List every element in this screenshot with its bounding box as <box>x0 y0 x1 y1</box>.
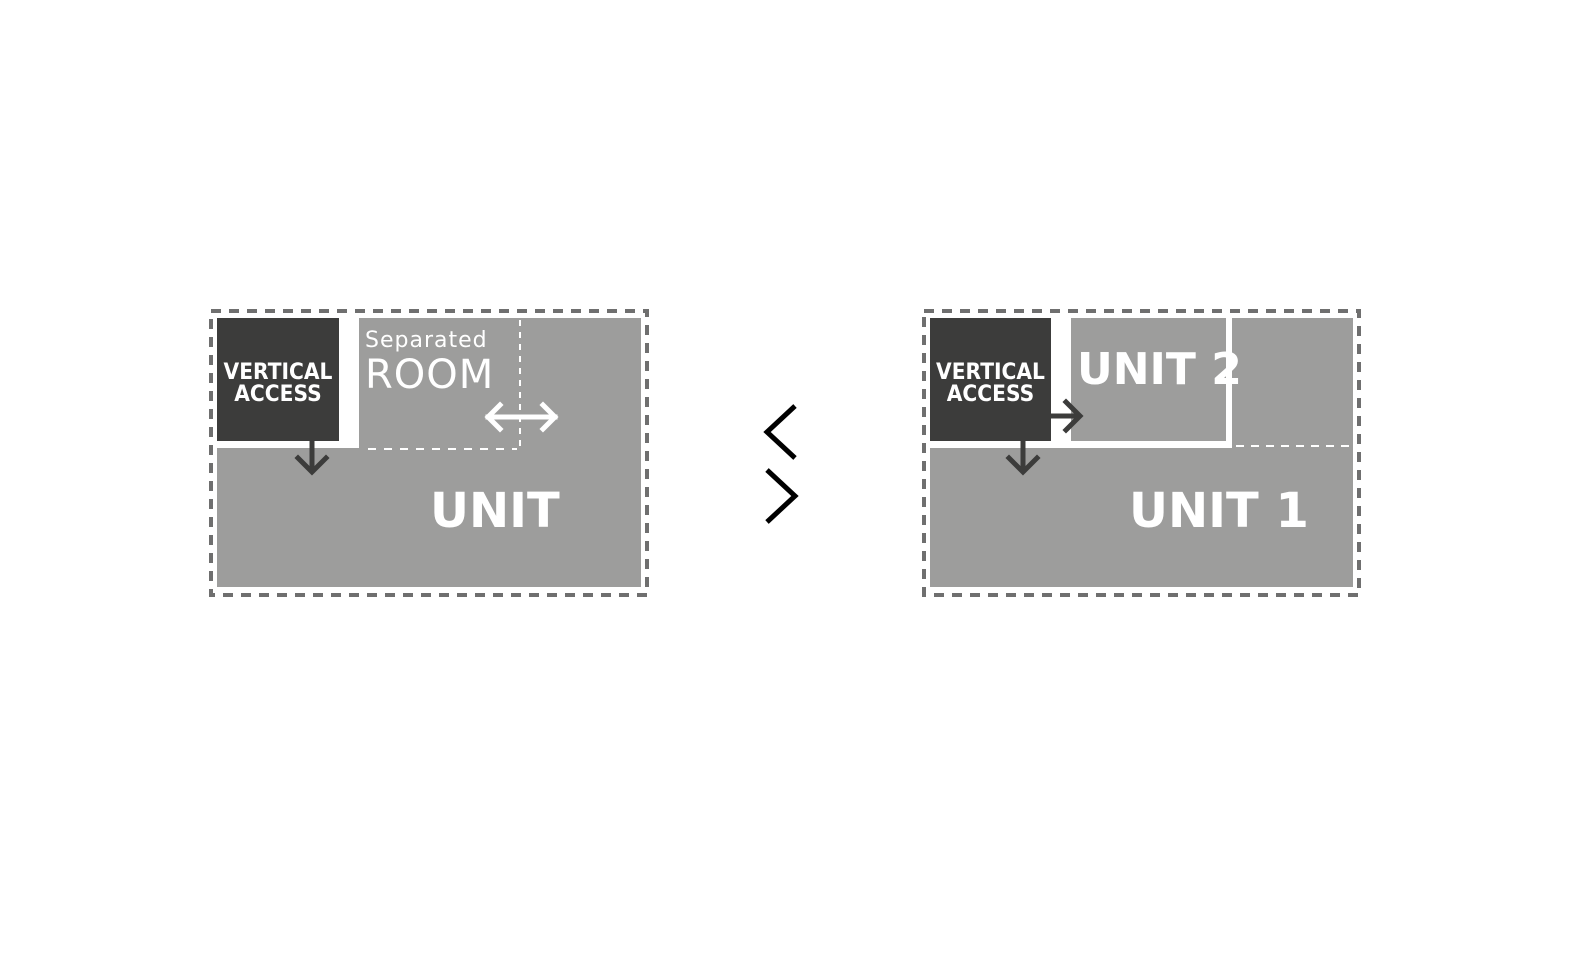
right-unit1-label: UNIT 1 <box>1129 483 1309 539</box>
left-room-label: ROOM <box>365 352 495 398</box>
double-arrow-icon <box>484 401 559 433</box>
arrow-down-icon <box>294 438 330 476</box>
arrow-right-icon <box>1048 398 1084 434</box>
less-than-icon <box>763 404 797 460</box>
arrow-down-icon <box>1005 438 1041 476</box>
left-vertical-access-label: VERTICAL ACCESS <box>223 360 333 407</box>
left-separated-label: Separated <box>365 328 488 353</box>
right-unit1-extension-block <box>1232 318 1353 450</box>
right-unit2-block <box>1071 318 1226 441</box>
comparison-symbols <box>763 404 799 524</box>
right-unit2-label: UNIT 2 <box>1077 344 1242 395</box>
left-diagram <box>209 309 649 597</box>
right-vertical-access-label: VERTICAL ACCESS <box>936 360 1045 407</box>
right-boundary-dashed <box>922 309 1361 597</box>
left-unit-label: UNIT <box>430 483 560 539</box>
greater-than-icon <box>765 468 799 524</box>
right-vertical-access-block <box>930 318 1051 441</box>
left-vertical-access-block <box>217 318 339 441</box>
left-unit-block <box>217 448 641 587</box>
right-unit1-block <box>930 448 1353 587</box>
right-diagram <box>922 309 1361 597</box>
left-boundary-dashed <box>209 309 649 597</box>
